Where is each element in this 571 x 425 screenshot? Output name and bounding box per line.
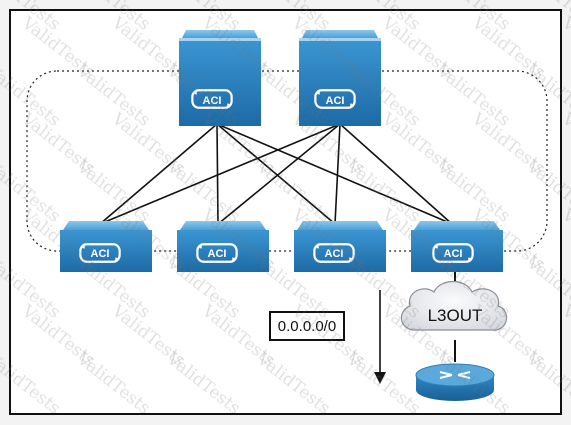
leaf-switch-3: ACI xyxy=(294,221,386,272)
leaf-switch-2: ACI xyxy=(177,221,269,272)
l3out-label: L3OUT xyxy=(428,306,483,325)
router xyxy=(415,363,495,401)
leaf-switch-1: ACI xyxy=(60,221,152,272)
spine-switch-1: ACI xyxy=(179,30,261,126)
aci-badge: ACI xyxy=(208,248,227,260)
route-label: 0.0.0.0/0 xyxy=(278,318,336,335)
l3out-cloud: L3OUT xyxy=(400,280,508,331)
default-route-box: 0.0.0.0/0 xyxy=(269,311,345,341)
leaf-switch-4: ACI xyxy=(411,221,503,272)
spine-switch-2: ACI xyxy=(299,30,381,126)
route-arrow xyxy=(374,290,386,384)
fabric-links xyxy=(99,123,453,225)
diagram-frame xyxy=(9,9,562,415)
aci-badge: ACI xyxy=(325,248,344,260)
aci-badge: ACI xyxy=(203,95,222,107)
aci-badge: ACI xyxy=(444,248,463,260)
aci-badge: ACI xyxy=(326,95,345,107)
aci-badge: ACI xyxy=(91,248,110,260)
fabric-boundary xyxy=(26,70,548,252)
